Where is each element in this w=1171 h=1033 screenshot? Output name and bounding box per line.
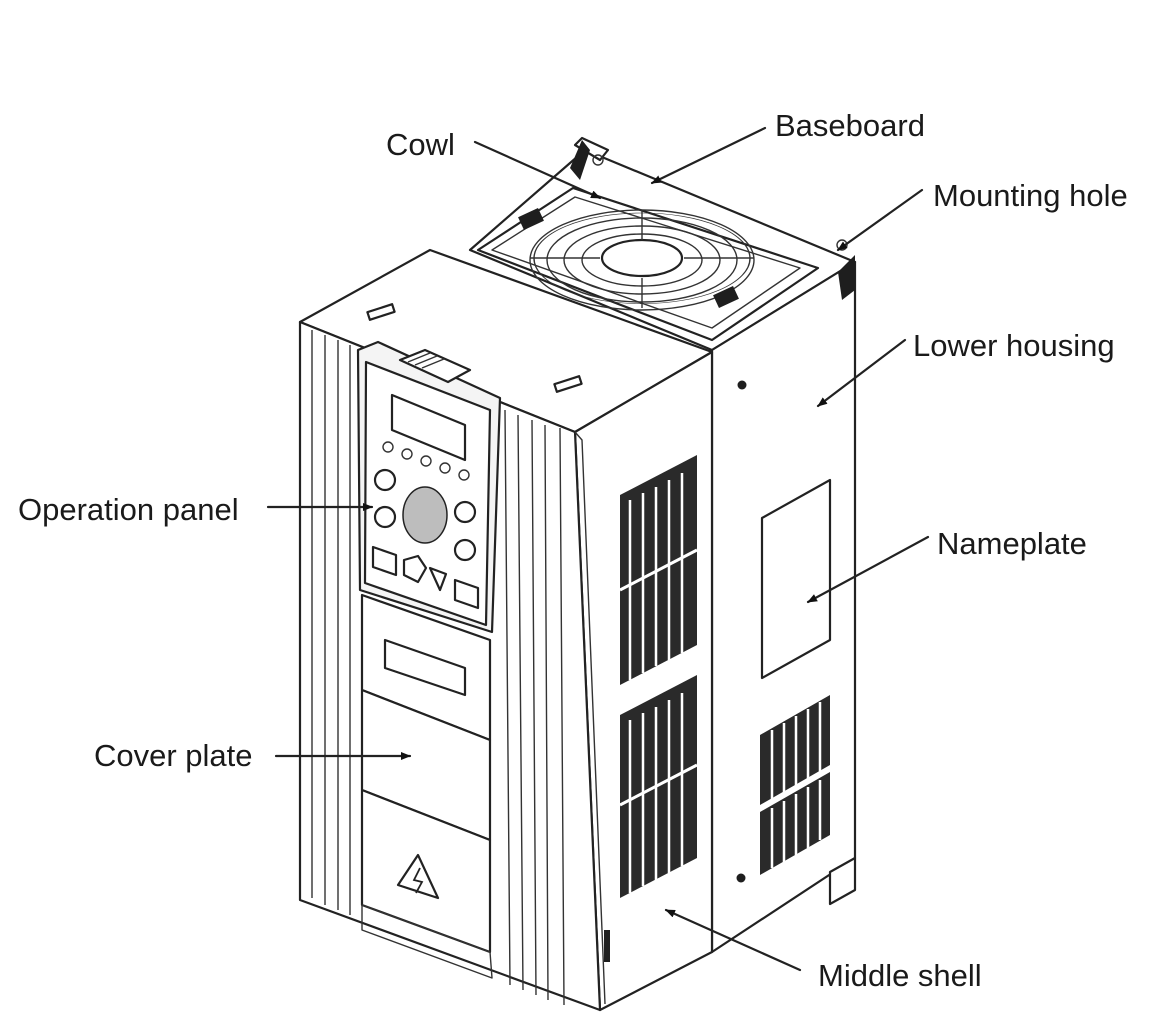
label-baseboard: Baseboard — [775, 108, 925, 143]
arrow-middle-shell — [664, 908, 802, 972]
arrow-baseboard — [650, 126, 767, 185]
operation-panel — [356, 340, 502, 634]
lower-housing-vents — [760, 695, 830, 875]
arrow-mounting-hole — [836, 188, 924, 252]
arrow-nameplate — [806, 535, 930, 604]
dial-knob — [402, 486, 448, 544]
label-lower-housing: Lower housing — [913, 328, 1115, 363]
label-mounting-hole: Mounting hole — [933, 178, 1128, 213]
high-voltage-warning-icon — [396, 853, 440, 900]
leader-lines — [266, 126, 930, 972]
label-operation-panel: Operation panel — [18, 492, 239, 527]
label-cowl: Cowl — [386, 127, 455, 162]
label-nameplate: Nameplate — [937, 526, 1087, 561]
fan-icon — [518, 208, 755, 311]
display-screen — [390, 393, 467, 462]
label-cover-plate: Cover plate — [94, 738, 253, 773]
nameplate-area — [760, 478, 832, 680]
middle-shell-vents — [619, 455, 698, 898]
label-middle-shell: Middle shell — [818, 958, 982, 993]
arrow-cowl — [473, 140, 602, 200]
arrow-lower-housing — [816, 338, 907, 408]
